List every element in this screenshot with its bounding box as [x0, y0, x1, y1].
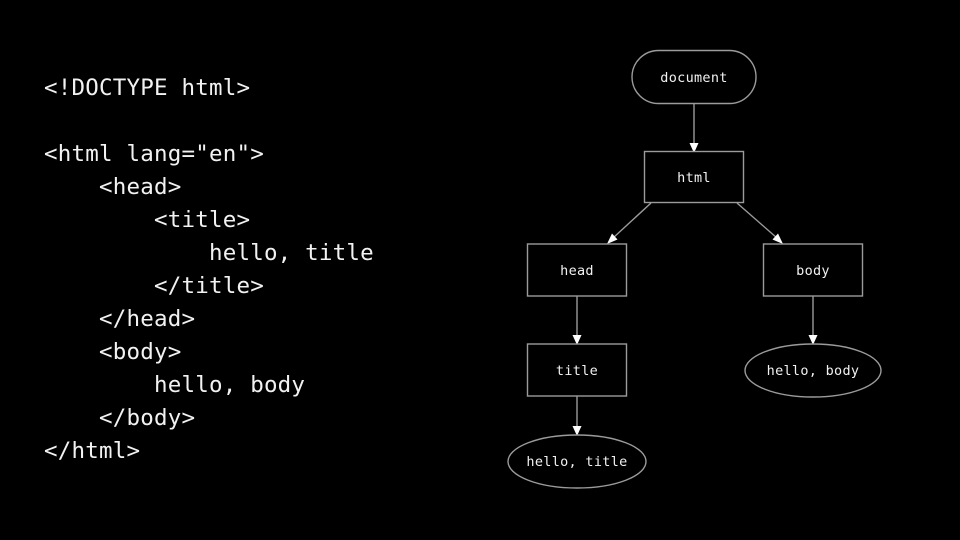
code-line: </body>: [44, 405, 196, 431]
node-body[interactable]: body: [762, 243, 864, 297]
node-text-hello-title-label: hello, title: [526, 454, 627, 470]
edge-body-hello-body: [808, 296, 818, 345]
code-line: <body>: [44, 339, 182, 365]
node-text-hello-title[interactable]: hello, title: [507, 434, 647, 489]
node-html-label: html: [677, 170, 711, 186]
html-source-code-block: <!DOCTYPE html> <html lang="en"> <head> …: [44, 72, 464, 468]
edge-html-body: [736, 202, 783, 244]
edge-html-head: [607, 202, 652, 244]
code-line: <!DOCTYPE html>: [44, 75, 251, 101]
node-document[interactable]: document: [631, 49, 757, 105]
node-head-label: head: [560, 263, 594, 279]
code-line: </head>: [44, 306, 196, 332]
node-text-hello-body[interactable]: hello, body: [744, 343, 882, 398]
node-document-label: document: [660, 70, 727, 86]
node-text-hello-body-label: hello, body: [767, 363, 860, 379]
code-line: </html>: [44, 438, 141, 464]
edge-document-html: [689, 104, 699, 153]
edge-head-title: [572, 296, 582, 345]
code-line: <title>: [44, 207, 251, 233]
code-line: <head>: [44, 174, 182, 200]
code-line: <html lang="en">: [44, 141, 264, 167]
edge-title-hello-title: [572, 396, 582, 436]
node-title-label: title: [556, 363, 598, 379]
node-body-label: body: [796, 263, 830, 279]
node-head[interactable]: head: [526, 243, 628, 297]
code-line: hello, title: [44, 240, 374, 266]
code-line: </title>: [44, 273, 264, 299]
code-line: hello, body: [44, 372, 306, 398]
node-html[interactable]: html: [643, 150, 745, 204]
node-title[interactable]: title: [526, 343, 628, 397]
